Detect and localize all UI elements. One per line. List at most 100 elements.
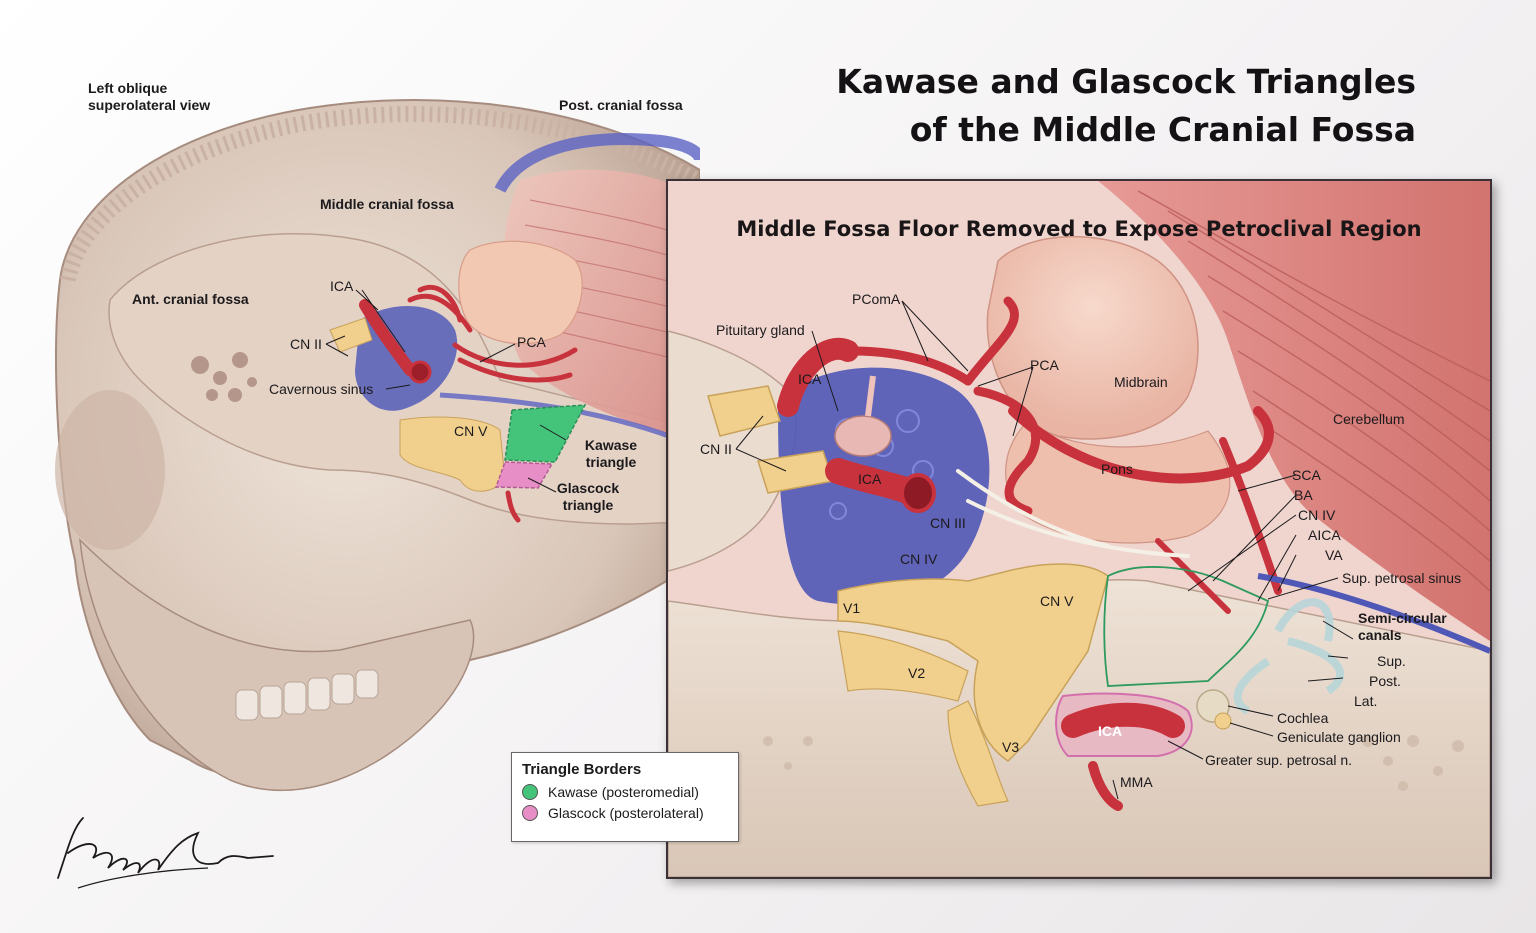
kawase-label-line-1: Kawase: [584, 437, 638, 453]
orbit: [55, 390, 165, 550]
glascock-label-line-1: Glascock: [556, 480, 620, 496]
label-cavernous-sinus: Cavernous sinus: [269, 381, 374, 397]
label-mma: MMA: [1120, 774, 1153, 790]
jaw: [79, 537, 475, 792]
posterior-circulation: [407, 284, 578, 383]
label-v1: V1: [843, 600, 861, 616]
overview-leader-lines: [325, 289, 567, 493]
label-pons: Pons: [1101, 461, 1133, 477]
label-geniculate-ganglion: Geniculate ganglion: [1277, 729, 1401, 745]
label-cn3: CN III: [930, 515, 966, 531]
legend-item-glascock: Glascock (posterolateral): [522, 805, 728, 821]
kawase-label-line-2: triangle: [585, 454, 637, 470]
label-pca-overview: PCA: [517, 334, 546, 350]
pituitary-gland: [834, 415, 892, 457]
legend-item-kawase: Kawase (posteromedial): [522, 784, 728, 800]
petrous-bone-texture: [763, 735, 1464, 791]
main-title: Kawase and Glascock Triangles of the Mid…: [836, 58, 1416, 154]
label-aica: AICA: [1308, 527, 1341, 543]
label-va: VA: [1325, 547, 1343, 563]
ica-cut-end: [408, 360, 432, 384]
teeth: [235, 669, 379, 721]
ica-cut-lumen: [900, 473, 936, 513]
inset-leader-lines: [735, 300, 1354, 800]
petroclival-illustration: [668, 181, 1490, 877]
view-label-line-2: superolateral view: [88, 97, 211, 113]
cn2-stump-upper: [707, 385, 781, 437]
label-midbrain: Midbrain: [1114, 374, 1168, 390]
cn5-trigeminal: [837, 563, 1109, 762]
skull-cut-rim: [60, 106, 700, 282]
title-line-1: Kawase and Glascock Triangles: [836, 62, 1416, 101]
geniculate-ganglion: [1214, 712, 1232, 730]
label-post-canal: Post.: [1369, 673, 1401, 689]
cn2-overview: [329, 317, 373, 353]
ica-overview: [359, 299, 416, 376]
label-ba: BA: [1294, 487, 1313, 503]
glascock-label-line-2: triangle: [562, 497, 614, 513]
inset-title: Middle Fossa Floor Removed to Expose Pet…: [736, 217, 1422, 241]
title-line-2: of the Middle Cranial Fossa: [909, 110, 1416, 149]
view-label-line-1: Left oblique: [88, 80, 168, 96]
semicircular-line-1: Semi-circular: [1358, 610, 1447, 626]
label-cn2-overview: CN II: [290, 336, 322, 352]
oculomotor-trochlear-nerves: [956, 469, 1190, 558]
v2-branch: [837, 630, 969, 702]
triangle-borders-legend: Triangle Borders Kawase (posteromedial) …: [511, 752, 739, 842]
mma-overview: [505, 490, 521, 523]
semicircular-canals: [1233, 598, 1345, 715]
label-greater-sup-petrosal-n: Greater sup. petrosal n.: [1205, 752, 1353, 768]
label-cn4: CN IV: [900, 551, 938, 567]
transverse-sinus: [494, 133, 700, 193]
label-semicircular-canals: Semi-circular canals: [1358, 610, 1447, 644]
label-sup-petrosal-sinus: Sup. petrosal sinus: [1342, 570, 1462, 586]
cn5-overview: [399, 416, 506, 492]
label-kawase-triangle: Kawase triangle: [576, 437, 646, 471]
label-ant-cranial-fossa: Ant. cranial fossa: [132, 291, 249, 307]
label-cn4-right: CN IV: [1298, 507, 1336, 523]
label-pituitary-gland: Pituitary gland: [716, 322, 805, 338]
label-v2: V2: [908, 665, 926, 681]
mma: [1088, 761, 1123, 811]
label-pca-inset: PCA: [1030, 357, 1059, 373]
legend-label-kawase: Kawase (posteromedial): [548, 784, 699, 800]
cerebellum-inset: [1098, 181, 1490, 641]
cerebellum-inset-folia: [1137, 190, 1490, 592]
label-middle-cranial-fossa: Middle cranial fossa: [320, 196, 454, 212]
brainstem: [458, 240, 583, 345]
glascock-triangle-overview: [494, 461, 554, 489]
label-cn5-inset: CN V: [1040, 593, 1074, 609]
label-post-cranial-fossa: Post. cranial fossa: [559, 97, 683, 113]
label-ica-overview: ICA: [330, 278, 354, 294]
semicircular-line-2: canals: [1358, 627, 1402, 643]
sup-petrosal-sinus-inset: [1257, 573, 1490, 654]
label-ica-top: ICA: [798, 371, 822, 387]
label-sca: SCA: [1292, 467, 1321, 483]
skull-overview-illustration: [54, 98, 700, 792]
label-v3: V3: [1002, 739, 1020, 755]
label-lat-canal: Lat.: [1354, 693, 1378, 709]
ica-petrous: [1061, 702, 1185, 738]
label-glascock-triangle: Glascock triangle: [552, 480, 624, 514]
label-pcoma: PComA: [852, 291, 901, 307]
view-label: Left oblique superolateral view: [88, 80, 210, 114]
v3-branch: [947, 700, 1009, 807]
kawase-border: [1103, 566, 1270, 687]
label-ica-mid: ICA: [858, 471, 882, 487]
label-cn2-inset: CN II: [700, 441, 732, 457]
cerebellum: [503, 169, 700, 440]
legend-title: Triangle Borders: [522, 761, 642, 778]
artist-signature: [57, 817, 274, 889]
label-cochlea: Cochlea: [1277, 710, 1329, 726]
label-cn5-overview: CN V: [454, 423, 488, 439]
ica-upper: [777, 337, 859, 417]
label-ica-petrous: ICA: [1098, 723, 1123, 739]
label-cerebellum: Cerebellum: [1333, 411, 1405, 427]
glascock-swatch: [522, 805, 538, 821]
legend-label-glascock: Glascock (posterolateral): [548, 805, 704, 821]
pituitary-stalk: [865, 375, 876, 417]
kawase-swatch: [522, 784, 538, 800]
label-sup-canal: Sup.: [1377, 653, 1406, 669]
inset-panel: Middle Fossa Floor Removed to Expose Pet…: [666, 179, 1492, 879]
ethmoid-air-cells: [191, 352, 257, 402]
